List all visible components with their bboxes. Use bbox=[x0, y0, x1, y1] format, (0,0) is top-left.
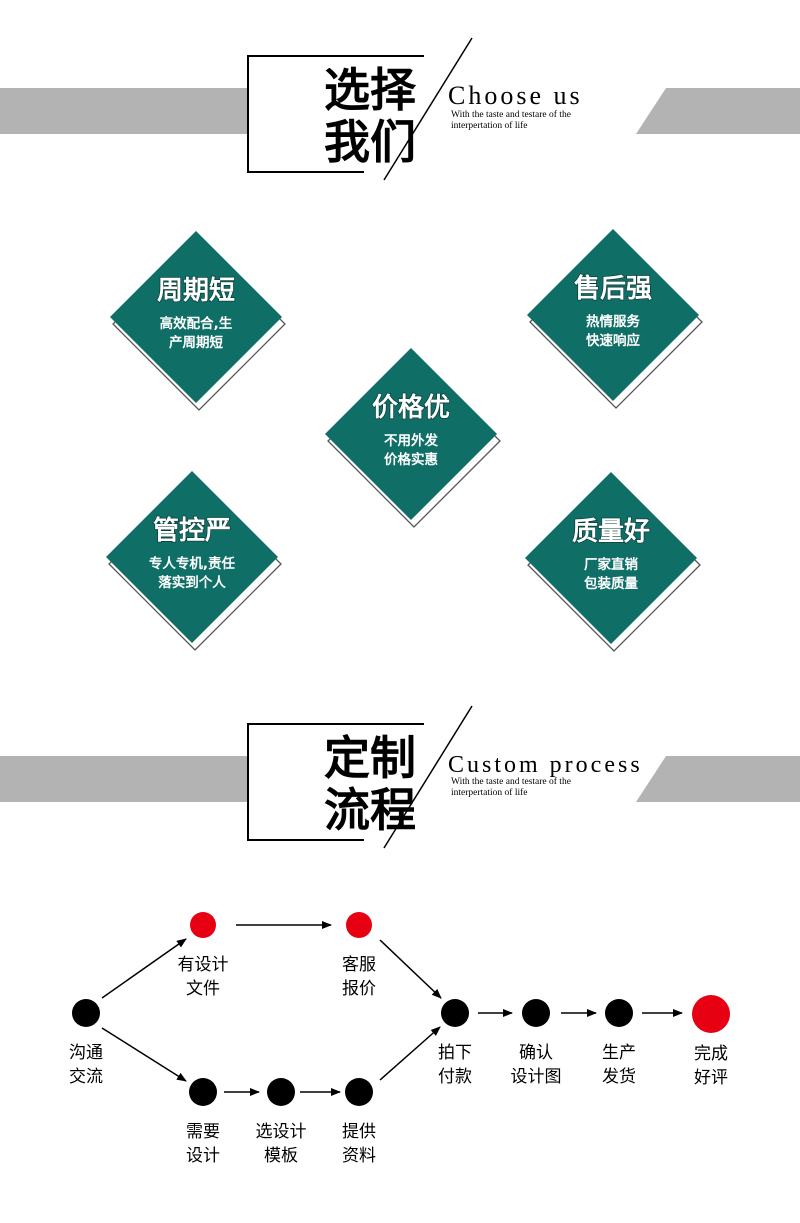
feature-desc-line2: 价格实惠 bbox=[384, 451, 438, 468]
feature-title: 周期短 bbox=[157, 276, 235, 306]
flow-step-label-line1: 沟通 bbox=[69, 1043, 103, 1063]
feature-desc-line2: 快速响应 bbox=[586, 332, 640, 349]
feature-title: 质量好 bbox=[572, 517, 650, 547]
diamond-shape bbox=[106, 471, 278, 643]
section-title-line1: 选择 bbox=[324, 63, 417, 117]
section-subtitle-line2: interpertation of life bbox=[451, 787, 528, 798]
black-dot-icon bbox=[605, 999, 633, 1027]
feature-desc-line2: 落实到个人 bbox=[158, 574, 226, 591]
custom-process-header: 定制 流程 Custom process With the taste and … bbox=[0, 705, 800, 849]
header-band-left bbox=[0, 756, 312, 802]
header-band-left bbox=[0, 88, 312, 134]
section-subtitle-line1: With the taste and testare of the bbox=[451, 109, 571, 120]
choose-us-header: 选择 我们 Choose us With the taste and testa… bbox=[0, 37, 800, 181]
header-frame-white bbox=[248, 724, 440, 840]
section-en-title: Custom process bbox=[448, 752, 643, 778]
header-band-right bbox=[636, 88, 800, 134]
section-en-title: Choose us bbox=[448, 81, 583, 110]
diamond-shape bbox=[525, 472, 697, 644]
feature-desc-line1: 不用外发 bbox=[384, 432, 438, 449]
flow-step-label-line2: 文件 bbox=[186, 979, 220, 999]
flow-step-label-line1: 客服 bbox=[342, 955, 376, 975]
black-dot-icon bbox=[267, 1078, 295, 1106]
flow-step-label-line2: 付款 bbox=[438, 1067, 472, 1087]
flow-step-label-line1: 拍下 bbox=[438, 1043, 472, 1063]
flow-step-label-line2: 资料 bbox=[342, 1146, 376, 1166]
header-frame bbox=[247, 55, 424, 173]
feature-desc-line1: 高效配合,生 bbox=[160, 315, 233, 332]
flow-arrow bbox=[101, 938, 187, 999]
flow-step-label-line2: 设计 bbox=[186, 1146, 220, 1166]
feature-title: 售后强 bbox=[574, 273, 652, 304]
header-slash bbox=[383, 37, 473, 181]
header-frame bbox=[247, 723, 424, 841]
red-dot-icon bbox=[190, 912, 216, 938]
flow-arrow bbox=[101, 1027, 187, 1082]
black-dot-icon bbox=[345, 1078, 373, 1106]
diamond-shape bbox=[110, 231, 282, 403]
header-band-right bbox=[636, 756, 800, 802]
flow-arrow bbox=[379, 1026, 441, 1081]
flow-arrow bbox=[379, 939, 442, 999]
feature-desc-line2: 产周期短 bbox=[169, 334, 223, 351]
section-subtitle-line1: With the taste and testare of the bbox=[451, 776, 571, 787]
flow-step-label-line2: 好评 bbox=[694, 1068, 728, 1088]
flow-step-label-line2: 发货 bbox=[602, 1067, 636, 1087]
red-dot-icon bbox=[692, 995, 730, 1033]
diamond-shape bbox=[527, 229, 699, 401]
black-dot-icon bbox=[189, 1078, 217, 1106]
header-slash bbox=[383, 705, 473, 849]
feature-title: 价格优 bbox=[372, 392, 450, 423]
flow-step-label-line1: 选设计 bbox=[256, 1122, 307, 1142]
black-dot-icon bbox=[72, 999, 100, 1027]
section-title-line2: 我们 bbox=[324, 115, 416, 169]
flow-nodes: 沟通交流有设计文件客服报价需要设计选设计模板提供资料拍下付款确认设计图生产发货完… bbox=[69, 912, 730, 1166]
black-dot-icon bbox=[522, 999, 550, 1027]
header-frame-white bbox=[248, 56, 440, 172]
feature-desc-line1: 热情服务 bbox=[586, 313, 640, 330]
diamond-shape bbox=[325, 348, 497, 520]
flow-step-label-line2: 模板 bbox=[264, 1146, 298, 1166]
section-title-line1: 定制 bbox=[324, 731, 416, 785]
black-dot-icon bbox=[441, 999, 469, 1027]
flow-step-label-line1: 确认 bbox=[519, 1043, 553, 1063]
feature-desc-line1: 厂家直销 bbox=[584, 556, 638, 573]
feature-desc-line2: 包装质量 bbox=[584, 575, 638, 592]
flow-arrows bbox=[101, 921, 683, 1096]
feature-title: 管控严 bbox=[153, 516, 231, 546]
flow-step-label-line2: 报价 bbox=[342, 979, 376, 999]
flow-step-label-line1: 需要 bbox=[186, 1122, 220, 1142]
flow-step-label-line1: 有设计 bbox=[178, 955, 229, 975]
red-dot-icon bbox=[346, 912, 372, 938]
feature-desc-line1: 专人专机,责任 bbox=[149, 555, 236, 572]
flow-step-label-line1: 完成 bbox=[694, 1044, 728, 1064]
flow-step-label-line1: 提供 bbox=[342, 1122, 376, 1142]
section-title-line2: 流程 bbox=[324, 783, 416, 837]
section-subtitle-line2: interpertation of life bbox=[451, 120, 528, 131]
flow-step-label-line2: 设计图 bbox=[511, 1067, 562, 1087]
flow-step-label-line1: 生产 bbox=[602, 1043, 636, 1063]
flow-step-label-line2: 交流 bbox=[69, 1067, 103, 1087]
